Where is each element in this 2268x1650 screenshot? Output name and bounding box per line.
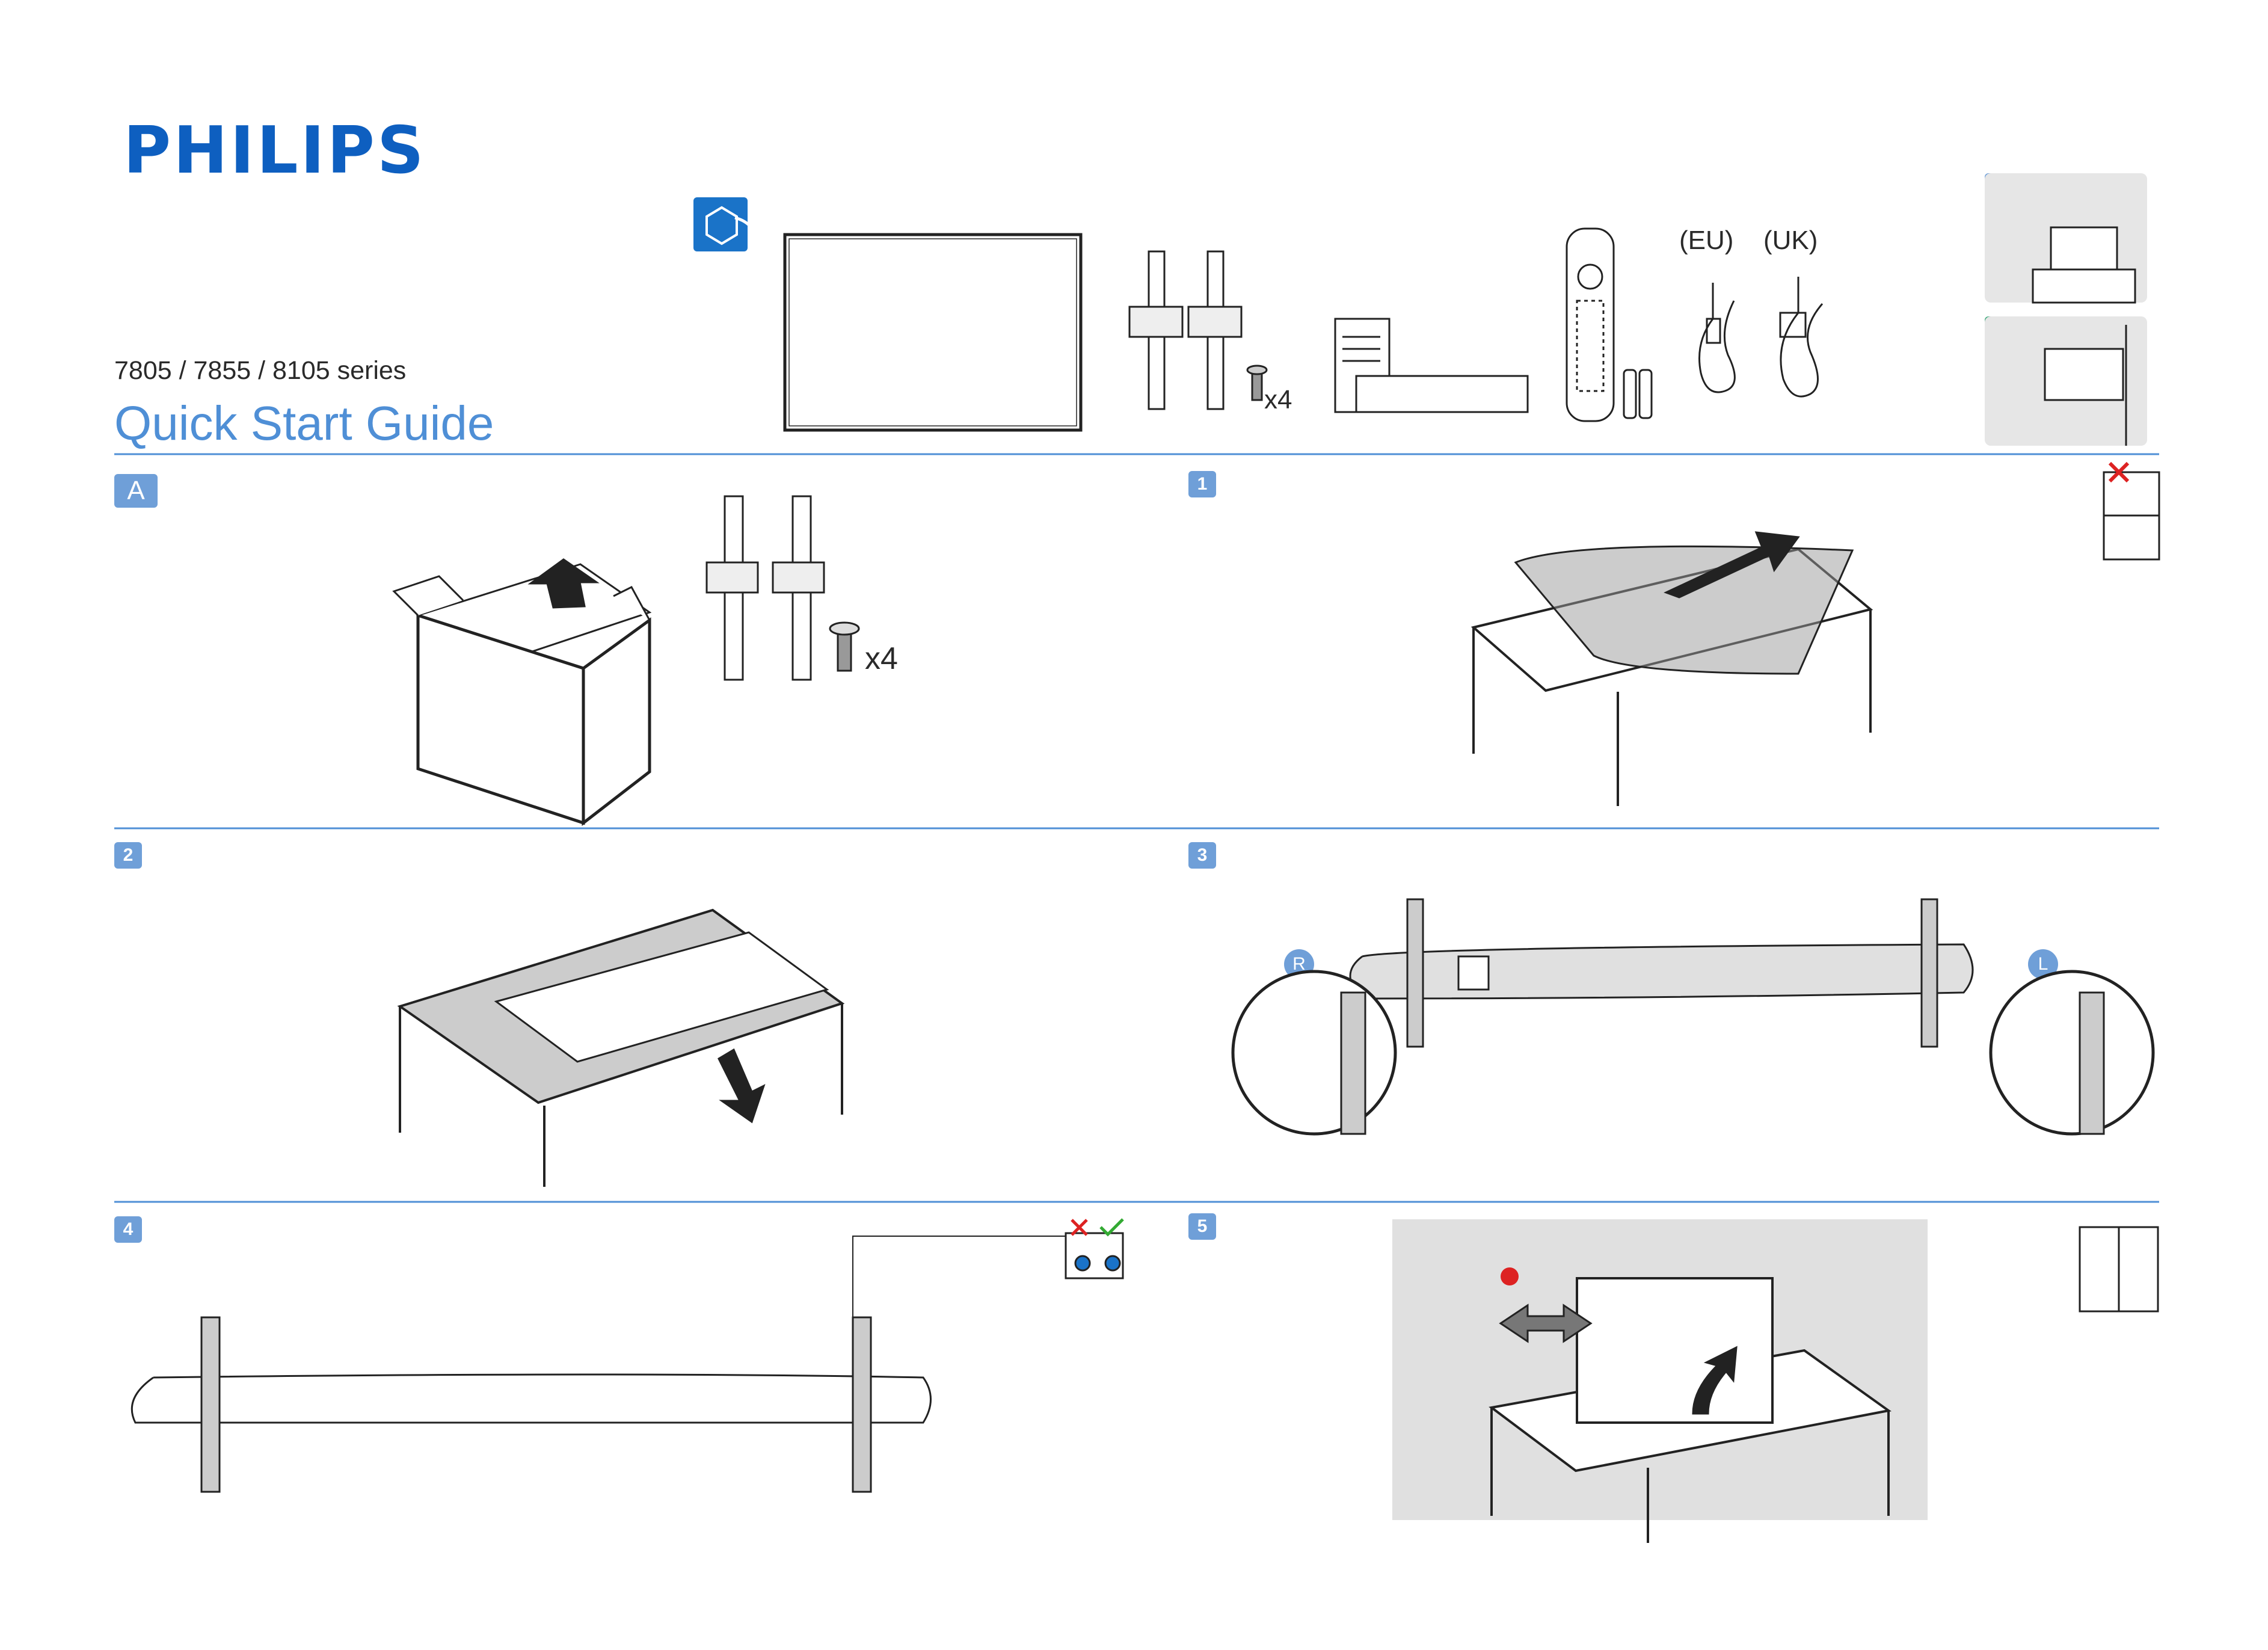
remote-control (1566, 227, 1653, 422)
step-a-legs (705, 495, 860, 681)
plug-eu-label: (EU) (1679, 226, 1734, 255)
step-5-scene (1392, 1219, 2159, 1543)
step-1-badge: 1 (1188, 471, 1216, 497)
step-1-table (1471, 531, 1873, 806)
step-1-warning (2103, 461, 2160, 561)
philips-logo: PHILIPS (123, 113, 426, 188)
page-title: Quick Start Guide (114, 396, 494, 450)
step-a-screws-count: x4 (865, 641, 898, 676)
step-3-badge: 3 (1188, 842, 1216, 869)
step-3-assembly (1231, 898, 2155, 1136)
step-4-badge: 4 (114, 1216, 142, 1243)
screws-count: x4 (1264, 385, 1292, 414)
step-4-assembly (131, 1218, 1124, 1493)
stand-legs (1128, 250, 1268, 410)
step-a-badge: A (114, 474, 158, 508)
step-2-badge: 2 (114, 842, 142, 869)
power-cords (1698, 277, 1824, 398)
plug-uk-label: (UK) (1763, 226, 1818, 255)
step-a-box (392, 558, 652, 827)
series-label: 7805 / 7855 / 8105 series (114, 356, 407, 385)
step-5-badge: 5 (1188, 1213, 1216, 1240)
manual (1334, 318, 1529, 413)
tv-panel (783, 233, 1083, 432)
open-box-icon (693, 197, 755, 251)
step-2-table (397, 908, 845, 1187)
